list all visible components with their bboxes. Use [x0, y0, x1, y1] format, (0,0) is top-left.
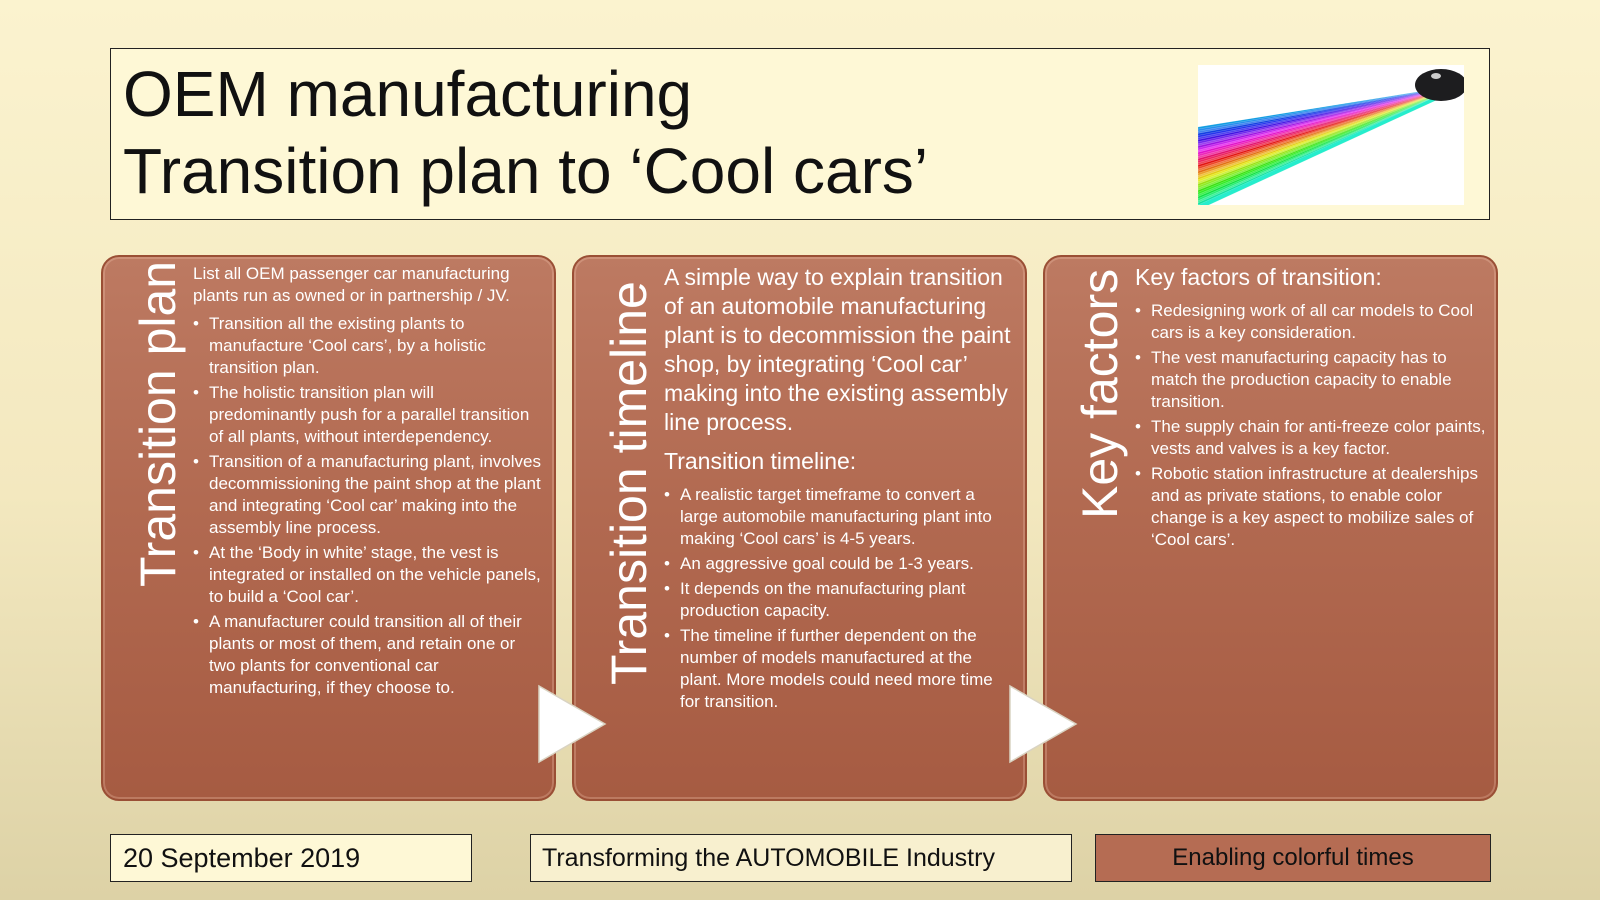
- bullet-item: Redesigning work of all car models to Co…: [1135, 300, 1486, 344]
- footer-tagline: Enabling colorful times: [1095, 834, 1491, 882]
- bullet-item: Transition all the existing plants to ma…: [193, 313, 544, 379]
- triangle-arrow-right-icon: [1008, 684, 1078, 764]
- bullet-list: Redesigning work of all car models to Co…: [1135, 300, 1486, 551]
- title-box: OEM manufacturing Transition plan to ‘Co…: [110, 48, 1490, 220]
- panel-vertical-title: Transition plan: [130, 260, 186, 587]
- footer-center-text: Transforming the AUTOMOBILE Industry: [530, 834, 1072, 882]
- panel-intro: A simple way to explain transition of an…: [664, 264, 1011, 435]
- color-swatch-fan-image: [1198, 65, 1464, 205]
- bullet-item: An aggressive goal could be 1-3 years.: [664, 553, 1015, 575]
- color-swatch-fan-icon: [1198, 65, 1464, 205]
- triangle-arrow-right-icon: [537, 684, 607, 764]
- bullet-item: Transition of a manufacturing plant, inv…: [193, 451, 544, 539]
- panel-body: A simple way to explain transition of an…: [664, 263, 1015, 791]
- panel-body: List all OEM passenger car manufacturing…: [193, 263, 544, 791]
- bullet-item: The holistic transition plan will predom…: [193, 382, 544, 448]
- panel-heading: Transition timeline:: [664, 448, 857, 474]
- slide-title-line-2: Transition plan to ‘Cool cars’: [123, 135, 929, 207]
- bullet-item: The timeline if further dependent on the…: [664, 625, 1015, 713]
- bullet-item: A realistic target timeframe to convert …: [664, 484, 1015, 550]
- bullet-list: A realistic target timeframe to convert …: [664, 484, 1015, 713]
- panel-key-factors: Key factors Key factors of transition: R…: [1043, 255, 1498, 801]
- panel-transition-plan: Transition plan List all OEM passenger c…: [101, 255, 556, 801]
- bullet-item: It depends on the manufacturing plant pr…: [664, 578, 1015, 622]
- panel-vertical-title: Key factors: [1072, 268, 1128, 519]
- bullet-item: The vest manufacturing capacity has to m…: [1135, 347, 1486, 413]
- panel-transition-timeline: Transition timeline A simple way to expl…: [572, 255, 1027, 801]
- bullet-item: At the ‘Body in white’ stage, the vest i…: [193, 542, 544, 608]
- panel-intro: List all OEM passenger car manufacturing…: [193, 264, 510, 305]
- bullet-item: A manufacturer could transition all of t…: [193, 611, 544, 699]
- panel-heading: Key factors of transition:: [1135, 264, 1382, 290]
- panel-body: Key factors of transition: Redesigning w…: [1135, 263, 1486, 791]
- slide-title-line-1: OEM manufacturing: [123, 58, 693, 130]
- bullet-item: Robotic station infrastructure at dealer…: [1135, 463, 1486, 551]
- panel-vertical-title: Transition timeline: [601, 281, 657, 685]
- bullet-list: Transition all the existing plants to ma…: [193, 313, 544, 699]
- panel-side-label: Transition plan: [103, 257, 191, 799]
- footer-date: 20 September 2019: [110, 834, 472, 882]
- bullet-item: The supply chain for anti-freeze color p…: [1135, 416, 1486, 460]
